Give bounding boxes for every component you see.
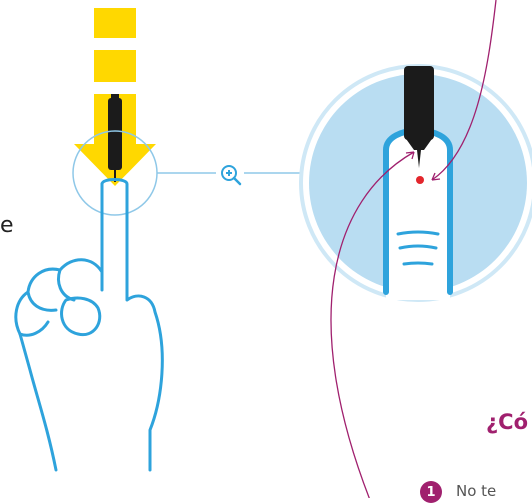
hand-outline-graphic (16, 180, 162, 471)
section-heading: ¿Có (486, 410, 528, 434)
step-number-badge: 1 (420, 481, 442, 503)
step-text: No te (456, 482, 496, 500)
cropped-text: e (0, 215, 14, 237)
zoom-detail-graphic (301, 66, 532, 300)
zoom-in-icon (222, 166, 240, 184)
lancet-pen-graphic (108, 94, 122, 182)
